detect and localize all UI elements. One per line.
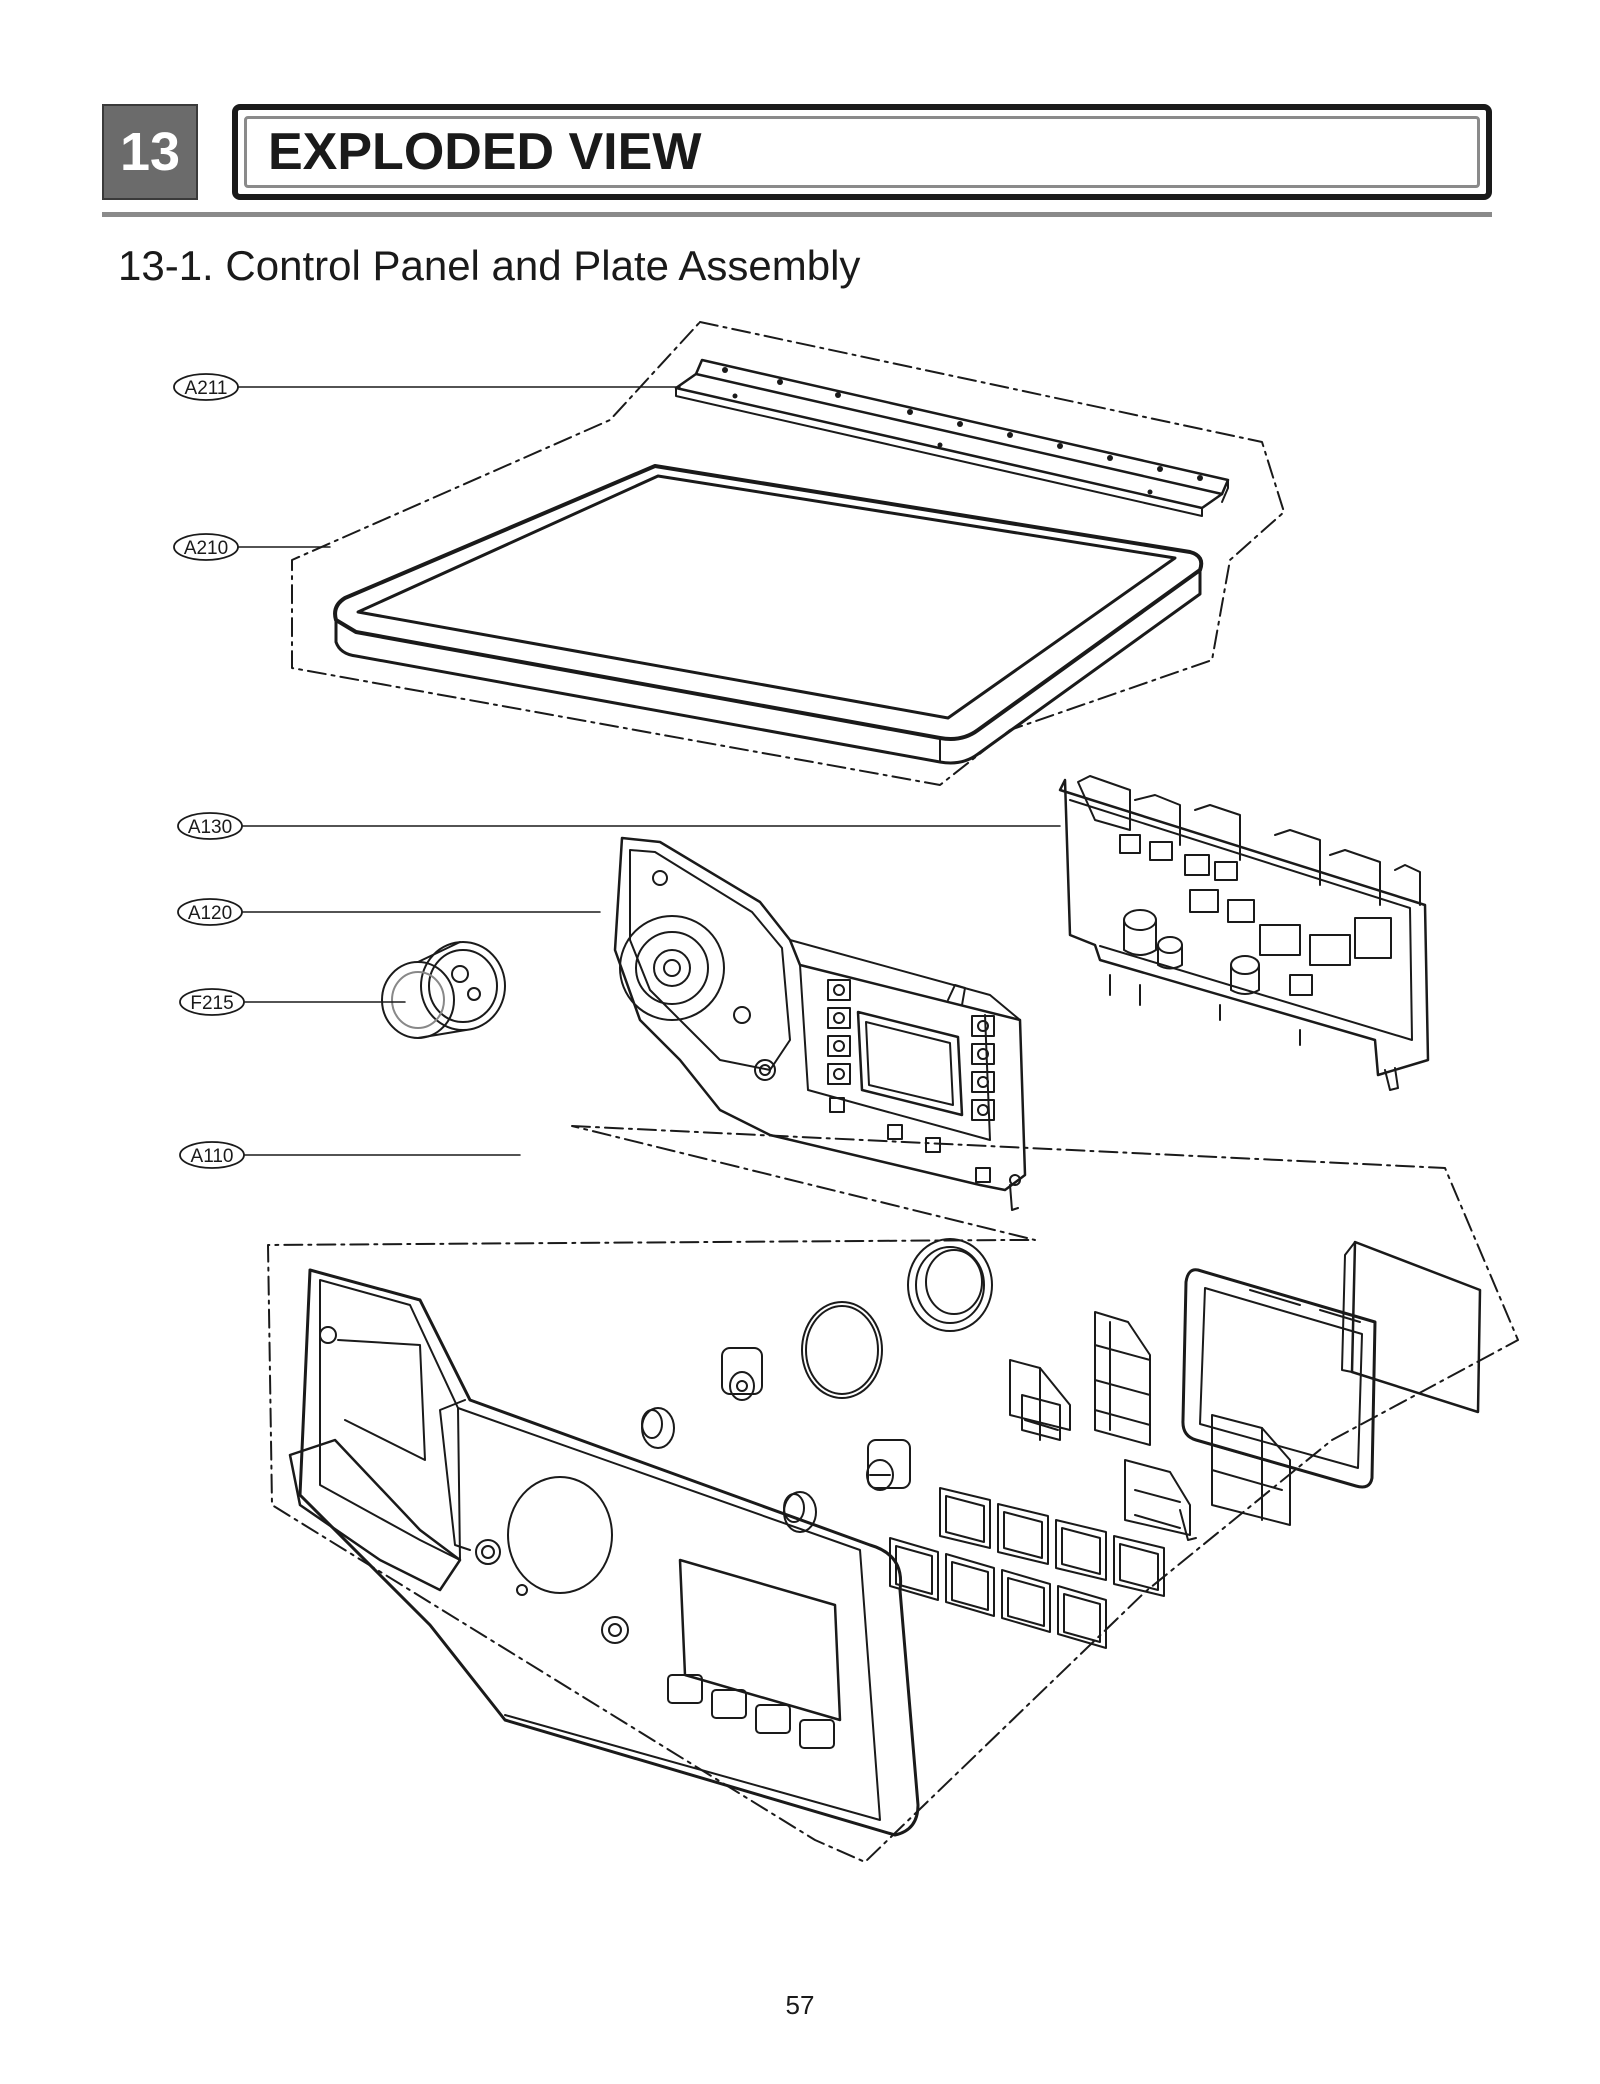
callout-label: A210	[184, 538, 228, 559]
callout-leaders	[237, 386, 1061, 1156]
subsection-title: 13-1. Control Panel and Plate Assembly	[118, 242, 861, 289]
callout-label: A120	[188, 903, 232, 924]
top-bracket-rail	[674, 358, 1230, 517]
page-number: 57	[785, 1990, 815, 2020]
knob-ring	[801, 1301, 883, 1399]
callout-a210: A210	[173, 533, 239, 561]
callout-a110: A110	[179, 1141, 245, 1169]
chapter-number-badge: 13	[102, 104, 198, 200]
selector-knob	[721, 1347, 763, 1401]
switch-housing-2	[1094, 1311, 1151, 1446]
top-plate-group-boundary	[291, 321, 1285, 786]
key-button-row-upper	[939, 1487, 1165, 1597]
top-plate	[333, 464, 1204, 765]
front-panel-group-boundary	[267, 1125, 1519, 1863]
switch-housing-3	[1124, 1459, 1197, 1541]
header-rule	[102, 212, 1492, 217]
callout-label: A110	[191, 1146, 234, 1167]
callout-a211: A211	[173, 373, 239, 401]
knob-ring-large	[907, 1238, 993, 1332]
knob	[381, 941, 506, 1039]
control-panel-frame	[613, 836, 1027, 1211]
exploded-view-diagram: A211 A210 A130 A120 F215 A110	[173, 321, 1519, 1863]
callout-f215: F215	[179, 988, 245, 1016]
tactile-switch-right	[971, 1015, 995, 1121]
key-button-row-lower	[889, 1537, 1107, 1649]
section-header: 13 EXPLODED VIEW	[102, 104, 1492, 222]
title-frame: EXPLODED VIEW	[232, 104, 1492, 200]
title-frame-inner	[244, 116, 1480, 188]
control-panel-cover	[288, 1268, 920, 1837]
callout-label: A211	[185, 378, 228, 399]
section-title: EXPLODED VIEW	[268, 123, 702, 181]
tactile-switch-left	[827, 979, 851, 1085]
switch-housing-1	[1009, 1359, 1071, 1441]
display-window-film	[1341, 1240, 1482, 1414]
pcb-board	[1058, 775, 1430, 1091]
callout-a120: A120	[177, 898, 243, 926]
callout-label: A130	[188, 817, 232, 838]
callout-a130: A130	[177, 812, 243, 840]
push-button-knob	[866, 1439, 911, 1491]
callout-label: F215	[190, 993, 233, 1014]
